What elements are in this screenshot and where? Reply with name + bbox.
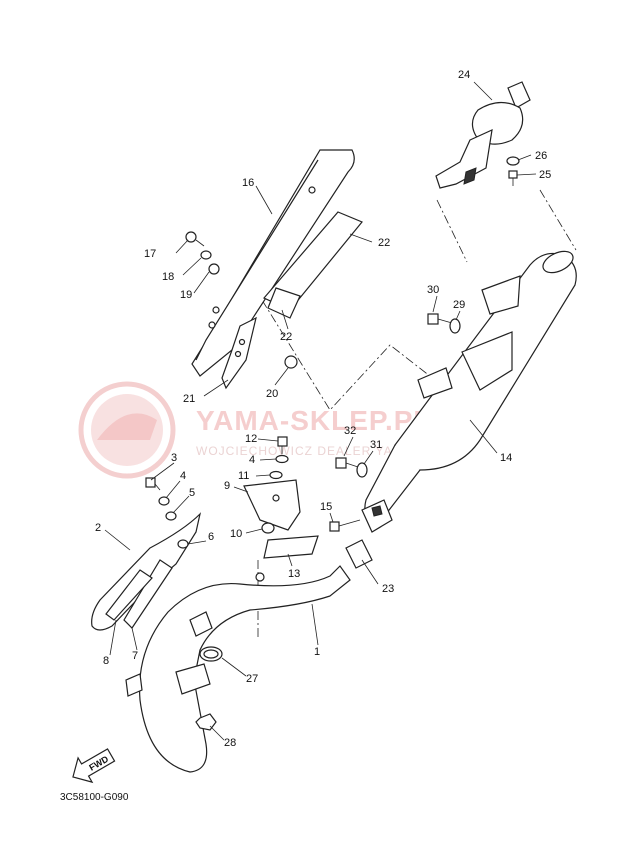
part-5-collar	[165, 511, 177, 521]
part-17-screw	[185, 231, 205, 247]
callout-11: 11	[238, 470, 249, 482]
callout-10: 10	[230, 528, 242, 540]
callout-7: 7	[132, 650, 138, 662]
part-19-collar	[208, 263, 220, 275]
part-24-tail-pipe	[435, 81, 531, 189]
part-10-collar	[261, 522, 275, 534]
part-22-pad-lower	[267, 287, 301, 319]
part-11-washer	[269, 470, 283, 480]
callout-17: 17	[144, 248, 156, 260]
watermark: YAMA-SKLEP.PL WOJCIECHOWICZ DEALER YAMAH…	[78, 381, 432, 479]
part-6-grommet	[177, 539, 189, 549]
part-8-shield-bracket	[105, 569, 153, 621]
part-18-washer	[200, 250, 212, 260]
callout-25: 25	[539, 169, 551, 181]
callout-5: 5	[189, 487, 195, 499]
callout-13: 13	[288, 568, 300, 580]
part-31-washer	[356, 462, 368, 478]
part-4-washer	[158, 496, 170, 506]
callout-21: 21	[183, 393, 195, 405]
callout-16: 16	[242, 177, 254, 189]
callout-14: 14	[500, 452, 512, 464]
callout-23: 23	[382, 583, 394, 595]
callout-32: 32	[344, 425, 356, 437]
part-3-screw	[145, 477, 161, 491]
part-25-screw	[508, 170, 518, 186]
callout-9: 9	[224, 480, 230, 492]
callout-6: 6	[208, 531, 214, 543]
part-20-grommet	[284, 355, 298, 369]
leader-lines	[104, 81, 537, 741]
ref-line-heat-shield	[261, 299, 436, 411]
part-13-pad	[263, 535, 319, 559]
callout-28: 28	[224, 737, 236, 749]
watermark-logo-ring	[78, 381, 176, 479]
callout-31: 31	[370, 439, 382, 451]
exhaust-clamp	[361, 499, 393, 533]
part-27-gasket	[199, 646, 223, 662]
callout-19: 19	[180, 289, 192, 301]
part-12-bolt	[277, 436, 288, 454]
part-29-washer	[449, 318, 461, 334]
callout-12: 12	[245, 433, 257, 445]
ref-line-muffler-top-left	[436, 199, 468, 263]
callout-22b: 22	[280, 331, 292, 343]
watermark-sub: WOJCIECHOWICZ DEALER YAMAHA	[196, 444, 431, 458]
callout-1: 1	[314, 646, 320, 658]
callout-30: 30	[427, 284, 439, 296]
callout-22: 22	[378, 237, 390, 249]
part-4b-washer	[275, 454, 289, 464]
part-16-heat-shield	[191, 149, 355, 377]
diagram-code: 3C58100-G090	[60, 792, 129, 803]
part-30-bolt	[427, 313, 453, 325]
ref-line-muffler-top-right	[539, 189, 577, 251]
fwd-arrow: FWD	[72, 748, 116, 784]
callout-18: 18	[162, 271, 174, 283]
callout-26: 26	[535, 150, 547, 162]
callout-15: 15	[320, 501, 332, 513]
part-32-bolt	[335, 457, 359, 469]
callout-8: 8	[103, 655, 109, 667]
callout-27: 27	[246, 673, 258, 685]
callout-20: 20	[266, 388, 278, 400]
part-1-exhaust-pipe	[125, 565, 351, 773]
callout-4: 4	[180, 470, 186, 482]
part-14-muffler	[364, 250, 577, 523]
watermark-logo-mark	[97, 413, 157, 440]
part-26-gasket	[506, 156, 520, 166]
part-15-bolt	[329, 519, 361, 532]
callout-2: 2	[95, 522, 101, 534]
callout-29: 29	[453, 299, 465, 311]
exhaust-flange	[175, 663, 211, 695]
callout-24: 24	[458, 69, 470, 81]
callout-4b: 4	[249, 454, 255, 466]
fwd-arrow-icon	[72, 748, 116, 784]
part-9-bracket	[243, 479, 301, 531]
callout-labels: 24 26 25 16 22 17 18 19 22 20 21 30 29 3…	[95, 69, 551, 749]
part-21-cover	[221, 316, 257, 390]
callout-3: 3	[171, 452, 177, 464]
watermark-brand: YAMA-SKLEP.PL	[196, 405, 432, 436]
part-28-nut	[195, 713, 217, 731]
part-23-gasket	[345, 539, 373, 569]
